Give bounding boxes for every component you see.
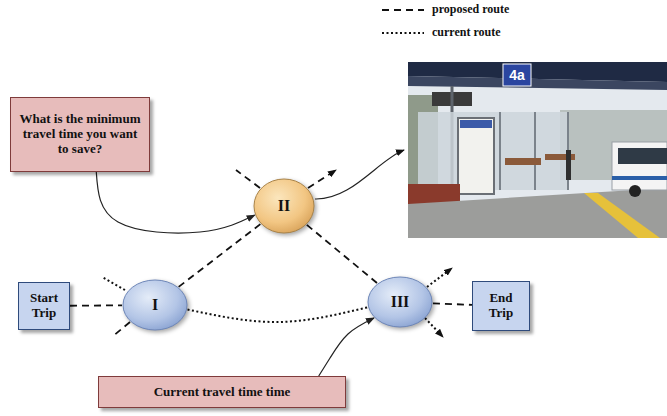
route-stub	[236, 170, 260, 188]
shelter-roof-edge	[408, 76, 667, 90]
node-text: II	[278, 197, 290, 215]
text-stack: I	[152, 296, 158, 314]
legend-sample	[380, 27, 426, 39]
bus	[612, 142, 667, 190]
route-line	[70, 304, 122, 306]
route-stub	[112, 322, 130, 337]
callout-arrow	[96, 172, 254, 233]
legend-sample	[380, 4, 426, 16]
person	[566, 150, 571, 180]
text-stack: What is the minimum travel time you want…	[19, 112, 141, 157]
route-stub-arrow	[427, 268, 452, 287]
info-board	[458, 118, 494, 194]
node-text: Start Trip	[23, 291, 65, 321]
annotation-box: Current travel time time	[98, 376, 346, 408]
terminal-box: End Trip	[472, 281, 530, 331]
node-text: III	[391, 293, 410, 311]
question-box: What is the minimum travel time you want…	[10, 97, 150, 172]
info-board-header	[460, 120, 492, 128]
route-stub	[102, 277, 125, 290]
node-text: Current travel time time	[154, 385, 291, 400]
route-line	[433, 303, 472, 305]
legend-text: current route	[432, 25, 501, 40]
legend-line	[382, 32, 424, 34]
bus-wheel	[629, 185, 641, 197]
junction-circle: III	[367, 276, 433, 328]
legend-row: proposed route	[380, 2, 509, 17]
bus-stop-photo	[408, 62, 667, 238]
junction-circle: II	[253, 178, 315, 234]
terminal-box: Start Trip	[18, 282, 70, 330]
route-line	[188, 307, 368, 322]
route-line	[179, 224, 261, 287]
text-stack: Start Trip	[23, 291, 65, 321]
photo-sky	[408, 62, 667, 238]
circle-outline	[253, 178, 315, 234]
stop-sign-label: 4a	[503, 64, 531, 86]
legend-row: current route	[380, 25, 501, 40]
legend-text: proposed route	[432, 2, 509, 17]
junction-circle: I	[122, 279, 188, 331]
callout-arrow	[319, 318, 374, 376]
text-stack: Current travel time time	[154, 385, 291, 400]
circle-shape	[254, 179, 314, 233]
text-stack: End Trip	[479, 291, 523, 321]
photo-leader	[315, 150, 404, 199]
route-line	[307, 225, 377, 283]
bench	[505, 158, 541, 165]
bus-stripe	[612, 176, 667, 180]
text-stack: II	[278, 197, 290, 215]
text-stack: III	[391, 293, 410, 311]
legend-line	[382, 9, 424, 11]
glass-frame	[534, 112, 536, 190]
platform	[408, 188, 667, 238]
circle-outline	[367, 276, 433, 328]
tactile-strip	[584, 193, 660, 238]
node-text: I	[152, 296, 158, 314]
bus-windows	[618, 148, 667, 164]
route-stub-arrow	[425, 318, 443, 337]
stop-sign	[503, 64, 531, 86]
circle-shape	[123, 280, 187, 330]
node-text: End Trip	[479, 291, 523, 321]
circle-outline	[122, 279, 188, 331]
node-text: What is the minimum travel time you want…	[19, 112, 141, 157]
route-stub-arrow	[308, 170, 336, 188]
glass-frame	[499, 112, 501, 190]
circle-shape	[368, 277, 432, 327]
